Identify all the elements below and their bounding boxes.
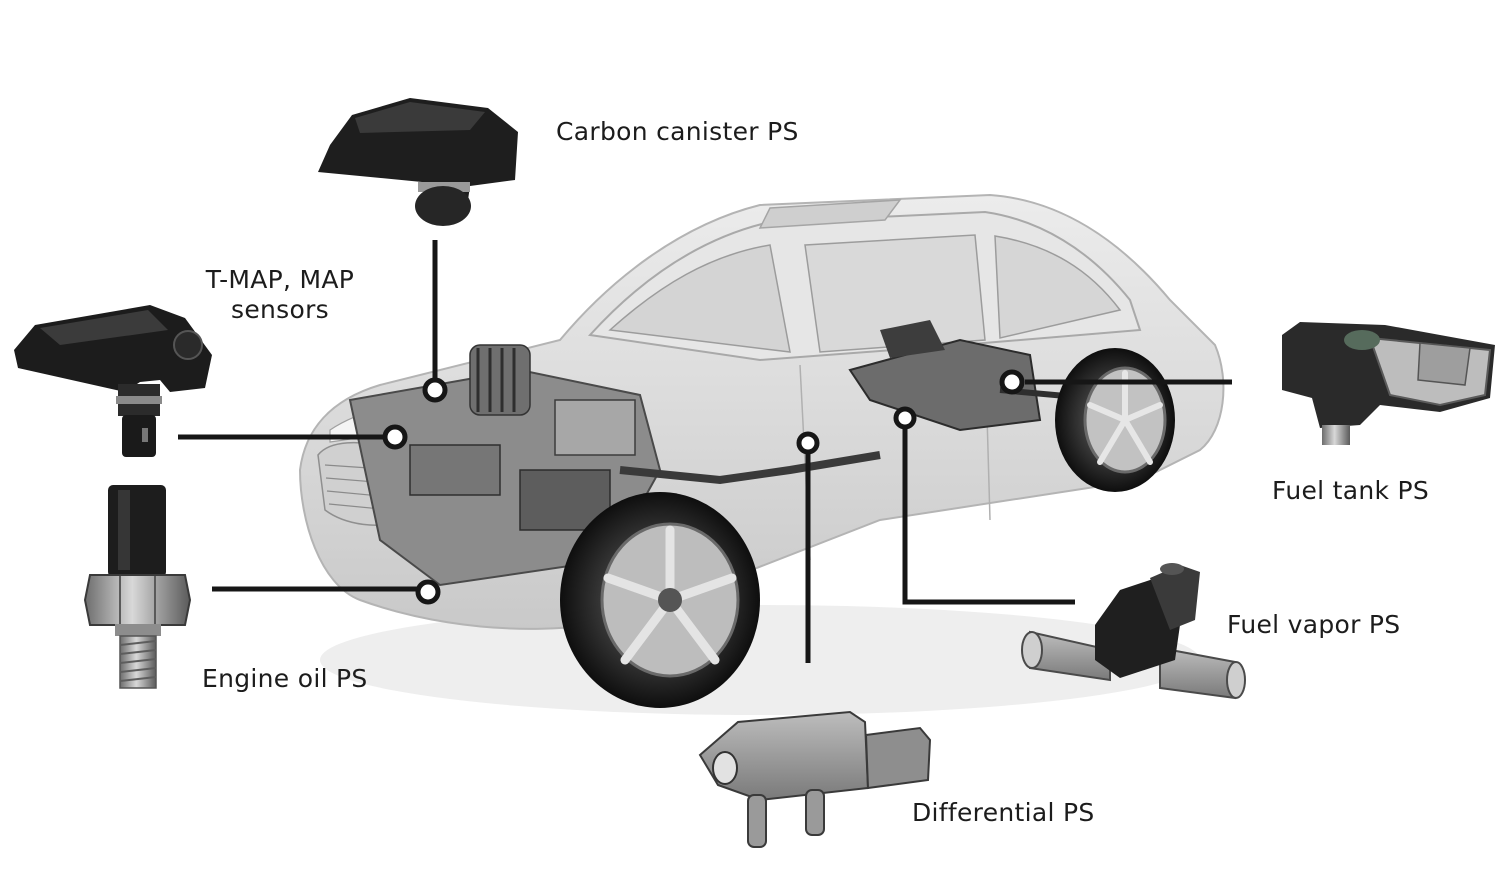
carbon-canister-label: Carbon canister PS	[556, 117, 799, 146]
tmap-label-line1: T-MAP, MAP	[205, 265, 355, 294]
fuel-vapor-sensor-image	[1021, 563, 1246, 700]
differential-sensor-image	[698, 710, 932, 848]
rear-wheel	[1055, 348, 1175, 492]
carbon-canister-sensor-image	[318, 98, 518, 226]
engine-oil-sensor-image	[83, 485, 192, 689]
fuel-vapor-label: Fuel vapor PS	[1227, 610, 1401, 639]
fuel-tank-assembly	[848, 320, 1111, 432]
tmap-label-line2: sensors	[231, 295, 329, 324]
differential-label: Differential PS	[912, 798, 1095, 827]
fuel-tank-label: Fuel tank PS	[1272, 476, 1430, 505]
engine-oil-label: Engine oil PS	[202, 664, 368, 693]
tmap-sensor-image	[14, 305, 212, 457]
leader-lines	[178, 240, 1232, 663]
engine-block	[348, 344, 881, 587]
sensor-location-markers	[382, 369, 1025, 605]
fuel-tank-sensor-image	[1282, 322, 1495, 445]
front-wheel	[560, 492, 760, 708]
tmap-label: T-MAP, MAP sensors	[180, 265, 380, 325]
